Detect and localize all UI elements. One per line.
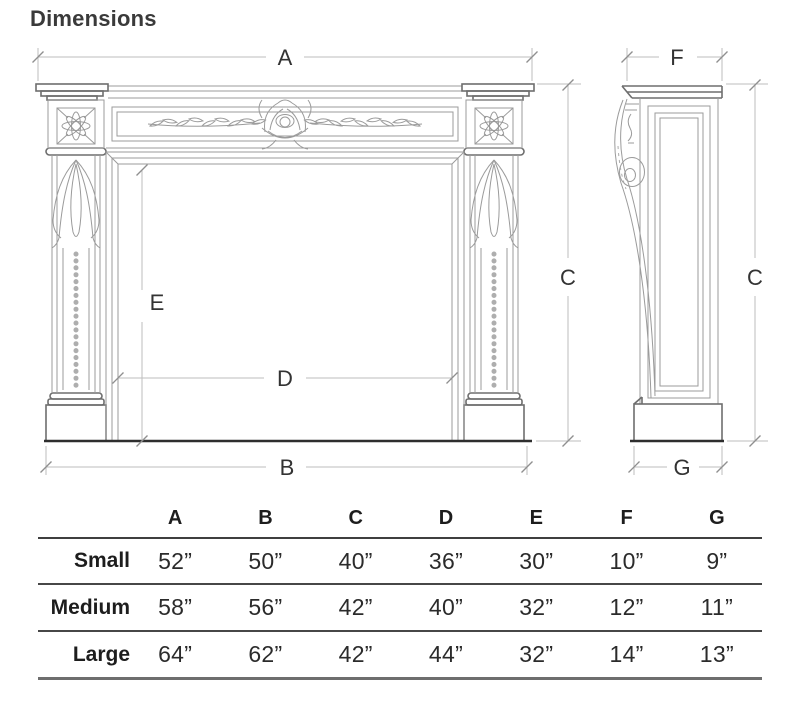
pilasters — [51, 155, 519, 393]
size-row-label: Large — [72, 642, 130, 666]
size-table-row-small: Small 52” 50” 40” 36” 30” 10” 9” — [38, 539, 762, 585]
side-plinth — [633, 396, 723, 442]
size-value: 13” — [699, 641, 734, 667]
size-value: 56” — [248, 594, 283, 620]
acanthus-left — [51, 159, 101, 249]
size-value: 52” — [158, 547, 193, 574]
frieze-panel — [106, 106, 464, 149]
acanthus-right — [469, 159, 519, 249]
size-value: 58” — [158, 594, 193, 620]
mantel-side-view — [614, 85, 724, 443]
size-table-header-a: A — [167, 507, 183, 529]
size-table-header-f: F — [620, 507, 633, 529]
dim-g — [627, 446, 729, 475]
size-value: 14” — [609, 641, 644, 667]
mantel-front-view — [35, 83, 535, 443]
size-value: 11” — [700, 594, 734, 620]
size-value: 32” — [519, 641, 554, 667]
dim-label-c-side: C — [747, 265, 763, 290]
size-row-label: Medium — [50, 595, 130, 619]
dim-f — [620, 48, 729, 81]
dim-label-d: D — [277, 366, 293, 391]
size-value: 40” — [428, 594, 464, 620]
size-table-row-large: Large 64” 62” 42” 44” 32” 14” 13” — [38, 632, 762, 680]
side-body — [625, 98, 719, 404]
size-table-header-d: D — [438, 507, 454, 529]
size-table-header-g: G — [709, 507, 725, 529]
size-value: 40” — [338, 547, 373, 574]
size-table-header-b: B — [258, 507, 273, 529]
size-value: 9” — [706, 547, 728, 574]
size-value: 50” — [248, 547, 283, 574]
size-value: 36” — [428, 547, 464, 574]
size-value: 64” — [158, 641, 193, 667]
dim-label-a: A — [278, 45, 293, 70]
size-value: 44” — [428, 641, 464, 667]
size-table-row-medium: Medium 58” 56” 42” 40” 32” 12” 11” — [38, 585, 762, 632]
side-shelf — [621, 85, 723, 99]
dim-e — [135, 163, 149, 448]
size-table-header-c: C — [348, 507, 363, 529]
size-table-header-e: E — [529, 507, 543, 529]
rosette-right — [474, 107, 514, 145]
dim-label-c-front: C — [560, 265, 576, 290]
size-value: 30” — [519, 547, 554, 574]
floral-garland — [147, 99, 423, 150]
scroll-corbel — [614, 98, 656, 399]
size-table-corner — [38, 500, 130, 537]
size-value: 10” — [609, 547, 644, 574]
size-value: 12” — [609, 594, 644, 620]
dim-b — [39, 446, 534, 475]
dim-c-side — [726, 78, 768, 448]
dim-label-e: E — [150, 290, 165, 315]
size-value: 42” — [338, 641, 373, 667]
firebox-opening — [105, 151, 465, 441]
dim-a — [31, 48, 539, 81]
size-row-label: Small — [73, 549, 130, 572]
mantel-dimension-drawing: A B C D E F C G — [31, 45, 768, 480]
dim-label-f: F — [670, 45, 683, 70]
rosette-left — [56, 107, 96, 145]
size-table: A B C D E F G Small 52” 50” 40” 36” 30” … — [38, 500, 762, 680]
dim-label-g: G — [673, 455, 690, 480]
size-table-header-row: A B C D E F G — [38, 500, 762, 539]
size-value: 32” — [519, 594, 554, 620]
size-value: 62” — [248, 641, 283, 667]
page-title: Dimensions — [30, 6, 157, 31]
dim-c-front — [536, 78, 581, 448]
dim-label-b: B — [280, 455, 295, 480]
size-value: 42” — [338, 594, 373, 620]
